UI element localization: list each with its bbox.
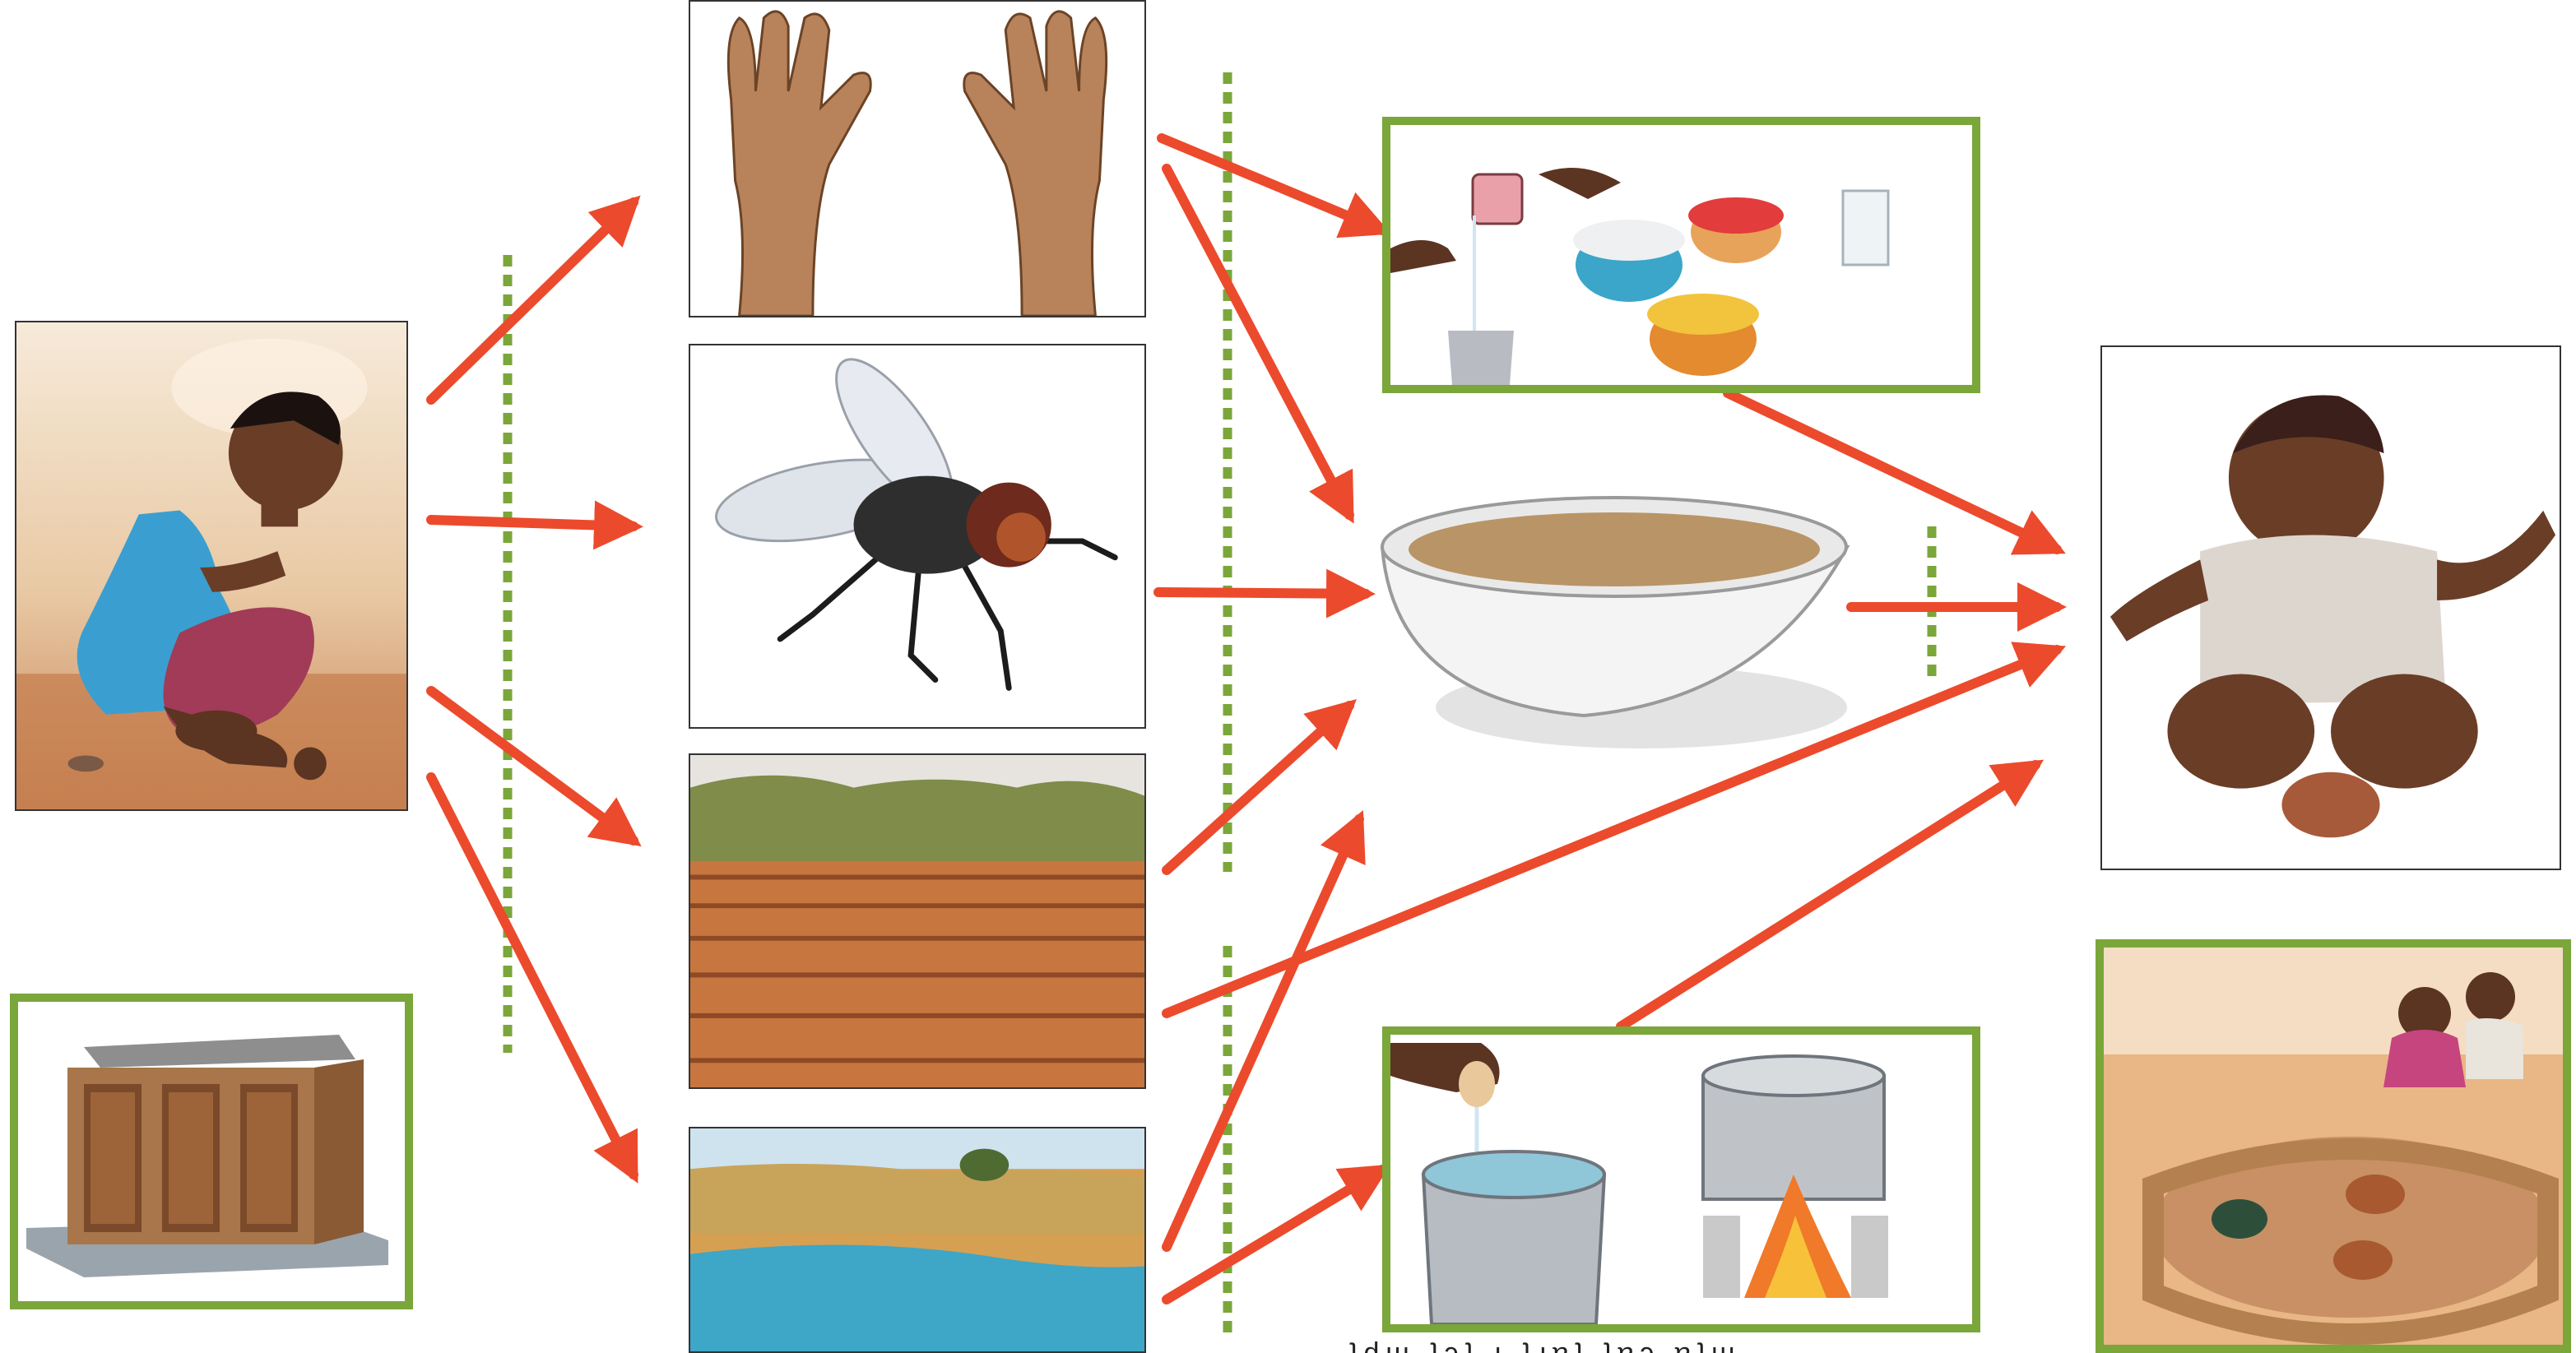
arrow-water-to-water-treatment: [1162, 1164, 1391, 1304]
arrow-fingers-to-handwashing-food-covering: [1157, 133, 1392, 239]
arrow-flies-to-food: [1153, 568, 1376, 619]
river-illustration: [690, 1128, 1144, 1351]
arrow-open-defecation-to-fields: [426, 686, 642, 847]
footer-text: ʇdɯ ʇɔʇ ɟ ʇɹɐʇ ʇɐɔ ɐʇɯ: [1349, 1339, 1991, 1353]
housefly-illustration: [690, 345, 1144, 727]
child-defecating-illustration: [16, 322, 406, 809]
fingers-panel: [689, 0, 1146, 317]
arrow-fields-to-food: [1162, 698, 1357, 875]
water-treatment-panel: [1382, 1026, 1980, 1332]
food-panel: [1370, 452, 1855, 765]
fields-panel: [689, 753, 1146, 1089]
baby-illustration: [2102, 347, 2560, 869]
new-host-panel: [2100, 345, 2561, 870]
field-illustration: [690, 755, 1144, 1087]
arrow-fingers-to-food: [1162, 164, 1354, 524]
flies-panel: [689, 344, 1146, 729]
handwashing-food-covering-panel: [1382, 117, 1980, 393]
porridge-bowl-illustration: [1380, 496, 1850, 748]
arrow-open-defecation-to-water: [426, 772, 638, 1184]
arrow-open-defecation-to-flies: [426, 500, 643, 550]
arrow-open-defecation-to-fingers: [426, 195, 641, 405]
latrine-illustration: [18, 1002, 405, 1301]
latrine-panel: [10, 994, 413, 1309]
penned-chickens-illustration: [2104, 948, 2563, 1345]
handwashing-and-covered-food-illustration: [1390, 125, 1972, 385]
arrow-fields-to-new-host: [1162, 642, 2067, 1018]
water-treatment-illustration: [1390, 1035, 1972, 1324]
water-panel: [689, 1127, 1146, 1353]
open-defecation-panel: [15, 321, 408, 811]
arrow-water-treatment-to-new-host: [1616, 759, 2045, 1031]
animal-enclosure-panel: [2096, 939, 2571, 1353]
arrow-water-to-food: [1162, 810, 1366, 1252]
hands-illustration: [690, 2, 1144, 316]
arrow-handwashing-food-covering-to-new-host: [1723, 388, 2066, 555]
